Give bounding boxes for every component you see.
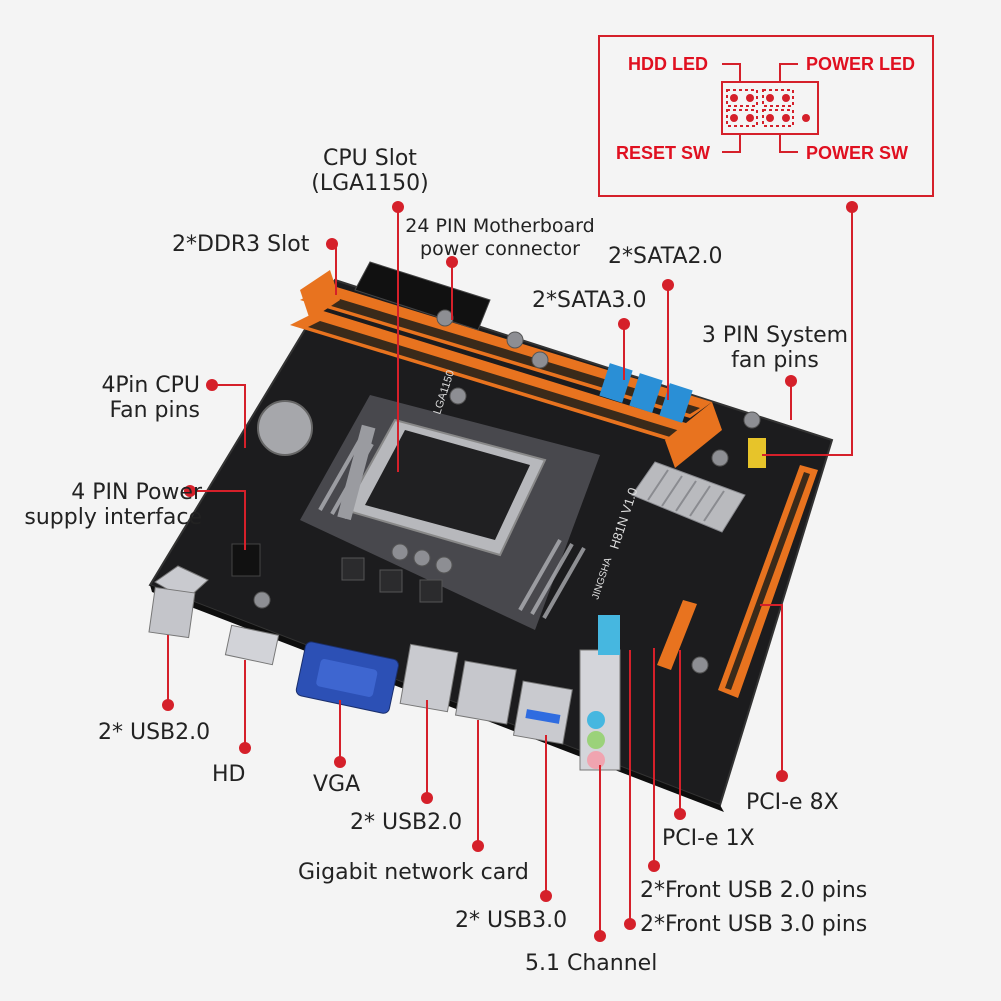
- cpu-slot-line1: CPU Slot: [323, 146, 417, 171]
- usb3-port-tongue: [525, 709, 561, 724]
- rj45-port: [454, 660, 517, 725]
- pcie8x-label: PCI-e 8X: [746, 790, 839, 815]
- sata3-label: 2*SATA3.0: [532, 288, 647, 313]
- power24-line2: power connector: [420, 238, 580, 260]
- front-usb2-label: 2*Front USB 2.0 pins: [640, 878, 868, 903]
- cpu-socket: [365, 430, 530, 540]
- cpu-slot-label: CPU Slot (LGA1150): [300, 146, 440, 196]
- reset-sw-label: RESET SW: [616, 143, 711, 163]
- front-panel-pin-diagram: [721, 63, 819, 153]
- chokes: [341, 557, 443, 603]
- sysfan-line2: fan pins: [731, 348, 819, 373]
- leader-dots: [162, 201, 858, 942]
- capacitors: [253, 309, 761, 674]
- ddr3-slot-label: 2*DDR3 Slot: [172, 232, 310, 257]
- gigabit-label: Gigabit network card: [298, 860, 529, 885]
- power-led-label: POWER LED: [806, 54, 916, 74]
- dimm-slot-2-inner: [308, 321, 690, 440]
- power4-line2: supply interface: [24, 505, 202, 530]
- vga-port-d: [316, 658, 378, 697]
- hd-label: HD: [212, 762, 246, 787]
- usb2-port-left-body: [148, 586, 196, 639]
- pcie1x-label: PCI-e 1X: [662, 826, 755, 851]
- audio-jack-blue: [587, 711, 605, 729]
- power24-line1: 24 PIN Motherboard: [405, 215, 595, 237]
- usb3-label: 2* USB3.0: [455, 908, 568, 933]
- audio-jack-green: [587, 731, 605, 749]
- cpu-slot-line2: (LGA1150): [311, 171, 429, 196]
- hdmi-port: [224, 624, 280, 666]
- usb2-port-mid: [399, 643, 459, 713]
- socket-latch: [337, 424, 376, 521]
- power24-label: 24 PIN Motherboard power connector: [400, 215, 600, 261]
- leader-lines: [167, 207, 853, 936]
- chipset-heatsink: [631, 461, 746, 533]
- usb2-mid-label: 2* USB2.0: [350, 810, 463, 835]
- audio-label: 5.1 Channel: [525, 951, 658, 976]
- audio-panel: [579, 649, 621, 771]
- usb2-left-label: 2* USB2.0: [98, 720, 211, 745]
- pcie-1x-slot: [657, 600, 697, 670]
- cmos-battery: [257, 400, 313, 456]
- cpufan-label: 4Pin CPU Fan pins: [60, 373, 200, 423]
- power-sw-label: POWER SW: [806, 143, 908, 163]
- sysfan-line1: 3 PIN System: [701, 323, 849, 348]
- cpufan-line1: 4Pin CPU: [101, 373, 200, 398]
- pcie-8x-slot-inner: [725, 472, 810, 690]
- front-usb3-label: 2*Front USB 3.0 pins: [640, 912, 868, 937]
- front-panel-header: [748, 438, 766, 468]
- vga-label: VGA: [313, 772, 361, 797]
- audio-jack-pink: [587, 751, 605, 769]
- power4-line1: 4 PIN Power: [71, 480, 202, 505]
- sata2-label: 2*SATA2.0: [608, 244, 723, 269]
- dimm-latch-top: [300, 270, 340, 320]
- cpufan-line2: Fan pins: [109, 398, 200, 423]
- heatsink-fins: [647, 469, 725, 522]
- front-panel-box: [598, 35, 934, 197]
- sata-port-2: [629, 373, 663, 413]
- sysfan-label: 3 PIN System fan pins: [700, 323, 850, 373]
- dimm-latch-bottom: [665, 402, 722, 468]
- front-usb3-header: [598, 615, 620, 655]
- power4-label: 4 PIN Power supply interface: [10, 480, 202, 530]
- hdd-led-label: HDD LED: [628, 54, 708, 74]
